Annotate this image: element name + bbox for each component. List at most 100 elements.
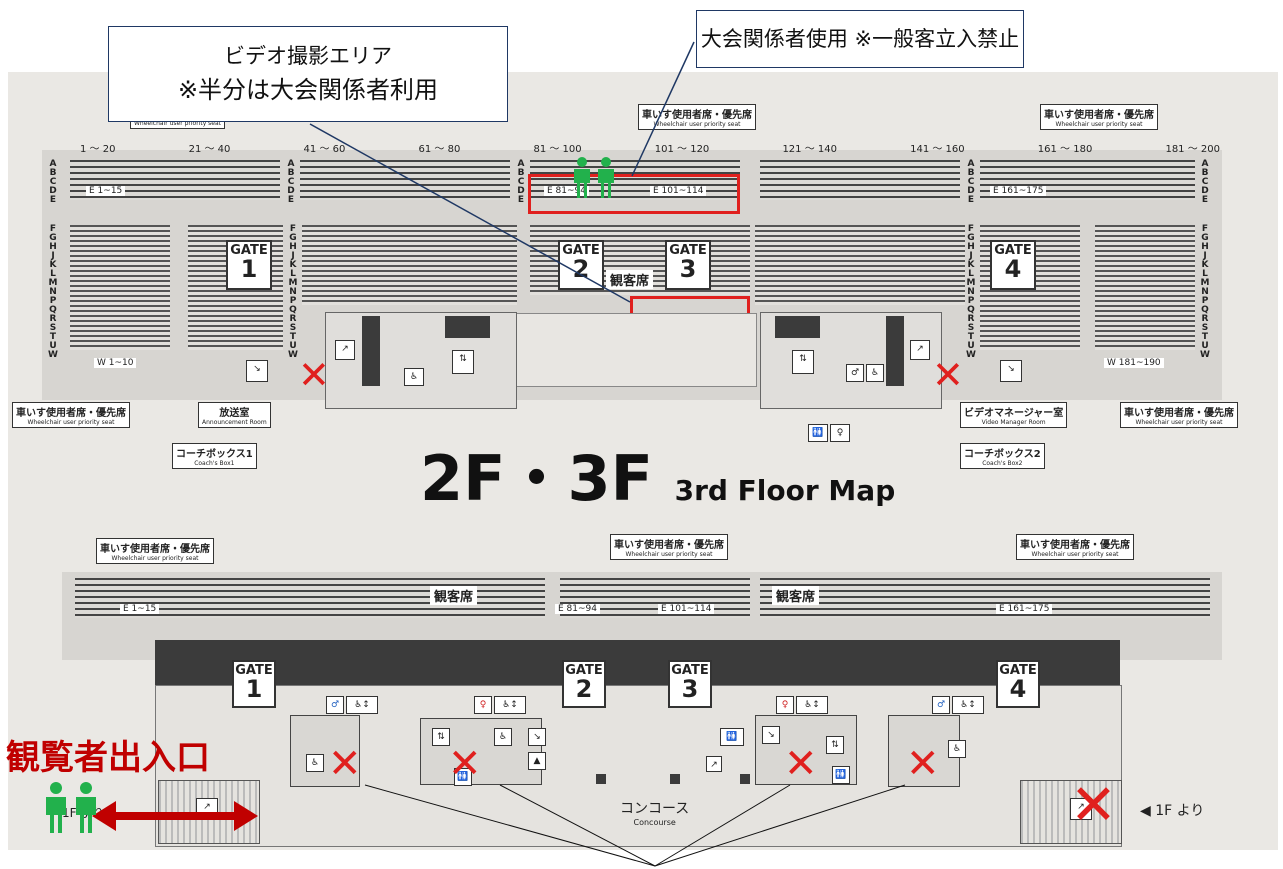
pillar [670,774,680,784]
wheelchair-en: Wheelchair user priority seat [653,121,741,128]
seats-upper-f-w-7 [1095,225,1195,350]
coach-box-1-pillar [362,316,380,386]
pillar [596,774,606,784]
broadcast-room-jp: 放送室 [219,408,250,419]
seat-range: 81 ～ 100 [533,144,582,155]
coach-box-1-label: コーチボックス1 Coach's Box1 [172,443,257,469]
wheelchair-jp: 車いす使用者席・優先席 [642,110,752,121]
from-1f-right: ◀ 1F より [1140,800,1204,820]
gate-4-lower: GATE 4 [996,660,1040,708]
seats-upper-f-w-3 [302,225,517,305]
wheelchair-jp: 車いす使用者席・優先席 [100,544,210,555]
room-block [445,316,490,338]
restroom-icon: ♀ [474,696,492,714]
room-block [775,316,820,338]
restroom-icon: ♀ [776,696,794,714]
row-letters: ABCDE [287,159,295,205]
wheelchair-jp: 車いす使用者席・優先席 [1124,408,1234,419]
wheelchair-icon: ♿↕ [952,696,984,714]
stairs-icon: ↗ [1070,798,1092,820]
row-letters: FGHJKLMNPQRSTUW [288,224,298,360]
wheelchair-seat-label: 車いす使用者席・優先席 Wheelchair user priority sea… [1040,104,1158,130]
leader-line [309,123,631,303]
stairs-icon: ↗ [910,340,930,360]
seat-label: E 101~114 [658,604,715,614]
stairs-icon: ▲ [528,752,546,770]
gate-number: 3 [681,675,699,703]
gate-word: GATE [235,663,273,678]
seat-label: E 1~15 [86,186,126,196]
video-manager-jp: ビデオマネージャー室 [964,408,1064,419]
staff-only-callout: 大会関係者使用 ※一般客立入禁止 [696,10,1024,68]
wheelchair-icon: ♿ [306,754,324,772]
restroom-icon: ♂ [326,696,344,714]
restroom-icon: ♿ [404,368,424,386]
cross-mark-icon: ✕ [932,353,964,397]
title-main: 2F・3F [420,442,653,515]
spectator-entrance-label: 観覧者出入口 [6,738,210,778]
seat-range: 21 ～ 40 [188,144,231,155]
video-area-line2: ※半分は大会関係者利用 [177,76,439,104]
seats-upper-a-e-4 [760,160,960,200]
pillar [740,774,750,784]
seat-range: 121 ～ 140 [782,144,837,155]
coach-box2-en: Coach's Box2 [982,460,1023,467]
cross-mark-icon: ✕ [784,741,818,787]
elevator-icon: ⇅ [432,728,450,746]
seat-range: 141 ～ 160 [910,144,965,155]
wheelchair-en: Wheelchair user priority seat [1055,121,1143,128]
gate-number: 1 [245,675,263,703]
person-icon [76,782,96,833]
wheelchair-seat-label: 車いす使用者席・優先席 Wheelchair user priority sea… [1120,402,1238,428]
seats-upper-f-w-1 [70,225,170,350]
coach-box2-jp: コーチボックス2 [964,449,1041,460]
gate-number: 4 [1004,255,1022,283]
leader-line [654,784,906,867]
stairs-icon: ↘ [528,728,546,746]
wheelchair-icon: ♿↕ [494,696,526,714]
wheelchair-en: Wheelchair user priority seat [111,555,199,562]
restroom-icon: 🚻 [808,424,828,442]
gate-3-upper: GATE 3 [665,240,711,290]
stairs-icon: ↗ [335,340,355,360]
gate-4-upper: GATE 4 [990,240,1036,290]
leader-line [654,784,791,867]
gate-number: 4 [1009,675,1027,703]
stairs-icon: ↘ [762,726,780,744]
gate-word: GATE [562,243,600,258]
person-icon [574,157,590,198]
seat-label: E 1~15 [120,604,160,614]
cross-mark-icon: ✕ [906,741,940,787]
wheelchair-en: Wheelchair user priority seat [1135,419,1223,426]
spectator-seat-label: 観客席 [772,586,820,605]
elevator-icon: ⇅ [826,736,844,754]
leader-line [499,784,656,867]
elevator-icon: ⇅ [792,350,814,374]
cross-mark-icon: ✕ [1070,773,1117,838]
gate-number: 1 [240,255,258,283]
broadcast-room-en: Announcement Room [202,419,267,426]
row-letters: FGHJKLMNPQRSTUW [1200,224,1210,360]
wheelchair-seat-label: 車いす使用者席・優先席 Wheelchair user priority sea… [638,104,756,130]
concourse-en: Concourse [633,818,676,827]
gate-1-upper: GATE 1 [226,240,272,290]
seat-label: E 161~175 [996,604,1053,614]
seat-label: E 81~94 [555,604,600,614]
row-letters: FGHJKLMNPQRSTUW [48,224,58,360]
stairs-icon: ↘ [1000,360,1022,382]
seat-range-row: 1 ～ 20 21 ～ 40 41 ～ 60 61 ～ 80 81 ～ 100 … [80,140,1220,155]
seat-range: 41 ～ 60 [303,144,346,155]
staff-only-text: 大会関係者使用 ※一般客立入禁止 [700,27,1020,51]
restroom-icon: 🚻 [720,728,744,746]
video-area-callout: ビデオ撮影エリア ※半分は大会関係者利用 [108,26,508,122]
seat-label: E 101~114 [650,186,707,196]
wheelchair-jp: 車いす使用者席・優先席 [1020,540,1130,551]
wheelchair-jp: 車いす使用者席・優先席 [1044,110,1154,121]
video-area-line1: ビデオ撮影エリア [224,44,392,68]
gate-3-lower: GATE 3 [668,660,712,708]
concourse-label: コンコース Concourse [620,798,689,827]
gate-word: GATE [669,243,707,258]
seat-label: E 161~175 [990,186,1047,196]
wheelchair-seat-label: 車いす使用者席・優先席 Wheelchair user priority sea… [1016,534,1134,560]
seat-range: 61 ～ 80 [418,144,461,155]
